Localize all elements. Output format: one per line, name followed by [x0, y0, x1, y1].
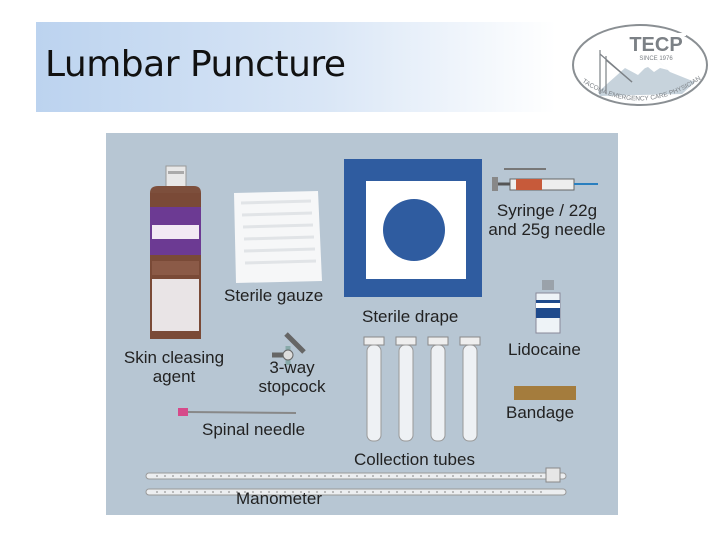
sterile-drape [344, 159, 482, 297]
collection-tubes [363, 336, 481, 442]
label-lidocaine: Lidocaine [508, 340, 581, 359]
tecp-logo: TECP SINCE 1976 TACOMA EMERGENCY CARE PH… [570, 20, 708, 106]
bandage [514, 386, 576, 400]
label-sterile-gauze: Sterile gauze [224, 286, 324, 305]
lidocaine-vial [535, 280, 561, 334]
label-manometer: Manometer [236, 489, 322, 508]
three-way-stopcock [272, 332, 306, 365]
spinal-needle [178, 408, 297, 416]
sterile-gauze [234, 191, 322, 283]
syringe [492, 168, 598, 191]
logo-acronym: TECP [629, 34, 682, 56]
slide-title: Lumbar Puncture [45, 44, 346, 85]
label-sterile-drape: Sterile drape [362, 307, 459, 326]
skin-cleansing-bottle [150, 165, 201, 339]
label-spinal-needle: Spinal needle [202, 420, 306, 439]
label-bandage: Bandage [506, 403, 575, 422]
manometer [145, 467, 567, 496]
logo-since: SINCE 1976 [639, 56, 673, 62]
equipment-figure: Sterile gauze Sterile drape Syringe / 22… [106, 133, 618, 515]
label-syringe: Syringe / 22g and 25g needle [488, 201, 606, 239]
title-bar [36, 22, 556, 112]
label-collection-tubes: Collection tubes [354, 450, 475, 469]
label-stopcock: 3-way stopcock [258, 358, 326, 396]
equipment-illustration [145, 159, 598, 496]
label-skin-cleansing-agent: Skin cleasing agent [123, 348, 225, 386]
